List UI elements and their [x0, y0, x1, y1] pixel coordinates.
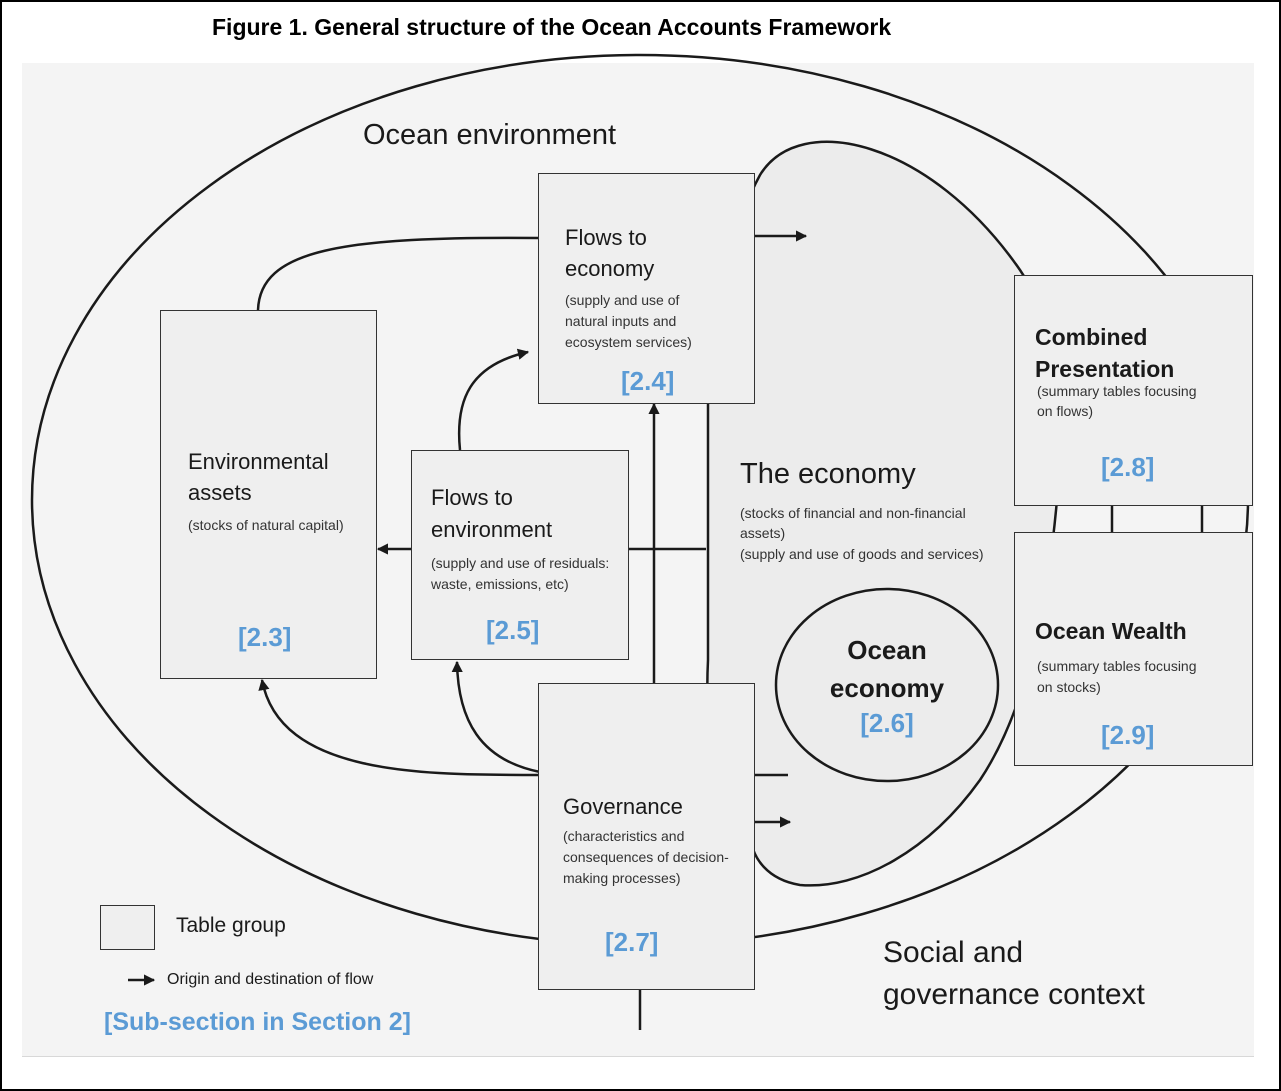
governance-desc-3: making processes) — [563, 870, 681, 886]
environmental-assets-title-2: assets — [188, 480, 252, 505]
legend-table-group-swatch — [100, 905, 155, 950]
ocean-wealth-title: Ocean Wealth — [1035, 618, 1187, 644]
flows-to-environment-desc-1: (supply and use of residuals: — [431, 555, 610, 571]
social-context-label-1: Social and — [883, 936, 1024, 969]
combined-presentation-title-1: Combined — [1035, 324, 1148, 350]
flows-to-environment-box: Flows to environment (supply and use of … — [411, 450, 629, 660]
combined-presentation-ref: [2.8] — [1101, 452, 1155, 482]
assets-to-flows-economy-connector — [256, 236, 541, 311]
environmental-assets-ref: [2.3] — [238, 622, 292, 652]
flows-to-environment-title-2: environment — [431, 517, 553, 542]
flows-to-environment-ref: [2.5] — [486, 615, 540, 645]
ocean-wealth-ref: [2.9] — [1101, 720, 1155, 750]
flows-to-economy-desc-2: natural inputs and — [565, 313, 677, 329]
combined-presentation-desc-1: (summary tables focusing — [1037, 383, 1197, 399]
legend-flow-label: Origin and destination of flow — [167, 971, 374, 988]
flows-env-to-flows-economy-arrow — [457, 348, 530, 451]
environmental-assets-title-1: Environmental — [188, 449, 329, 474]
environmental-assets-desc: (stocks of natural capital) — [188, 517, 344, 533]
governance-box: Governance (characteristics and conseque… — [538, 683, 755, 990]
the-economy-title: The economy — [740, 458, 916, 490]
legend-subsection-label: [Sub-section in Section 2] — [104, 1008, 411, 1036]
flows-to-environment-desc-2: waste, emissions, etc) — [431, 576, 569, 592]
ocean-economy-ref: [2.6] — [860, 708, 914, 738]
flows-to-economy-title-2: economy — [565, 256, 655, 281]
governance-to-flows-env-arrow — [451, 660, 541, 774]
combined-presentation-box: Combined Presentation (summary tables fo… — [1014, 275, 1253, 506]
ocean-economy-circle — [774, 587, 1000, 783]
ocean-environment-label: Ocean environment — [363, 119, 617, 151]
social-context-label-2: governance context — [883, 978, 1145, 1011]
figure-title: Figure 1. General structure of the Ocean… — [212, 14, 892, 40]
the-economy-desc-1: (stocks of financial and non-financial — [740, 505, 966, 521]
the-economy-desc-3: (supply and use of goods and services) — [740, 546, 984, 562]
environmental-assets-box: Environmental assets (stocks of natural … — [160, 310, 377, 679]
flows-to-economy-desc-1: (supply and use of — [565, 292, 680, 308]
combined-presentation-desc-2: on flows) — [1037, 403, 1094, 419]
ocean-wealth-desc-2: on stocks) — [1037, 679, 1101, 695]
ocean-economy-title-2: economy — [829, 673, 945, 703]
ocean-wealth-box: Ocean Wealth (summary tables focusing on… — [1014, 532, 1253, 766]
flows-to-environment-title-1: Flows to — [431, 485, 513, 510]
ocean-wealth-desc-1: (summary tables focusing — [1037, 658, 1197, 674]
governance-ref: [2.7] — [605, 927, 659, 957]
flows-to-economy-title-1: Flows to — [565, 225, 647, 250]
the-economy-desc-2: assets) — [740, 525, 786, 541]
combined-presentation-title-2: Presentation — [1035, 356, 1175, 382]
flows-to-economy-box: Flows to economy (supply and use of natu… — [538, 173, 755, 404]
governance-to-assets-arrow — [258, 678, 541, 777]
flows-to-economy-desc-3: ecosystem services) — [565, 334, 692, 350]
governance-desc-1: (characteristics and — [563, 828, 685, 844]
governance-desc-2: consequences of decision- — [563, 849, 729, 865]
flows-to-economy-ref: [2.4] — [621, 366, 675, 396]
ocean-economy-title-1: Ocean — [847, 635, 927, 665]
legend-table-group-label: Table group — [176, 914, 286, 937]
governance-title: Governance — [563, 794, 683, 819]
